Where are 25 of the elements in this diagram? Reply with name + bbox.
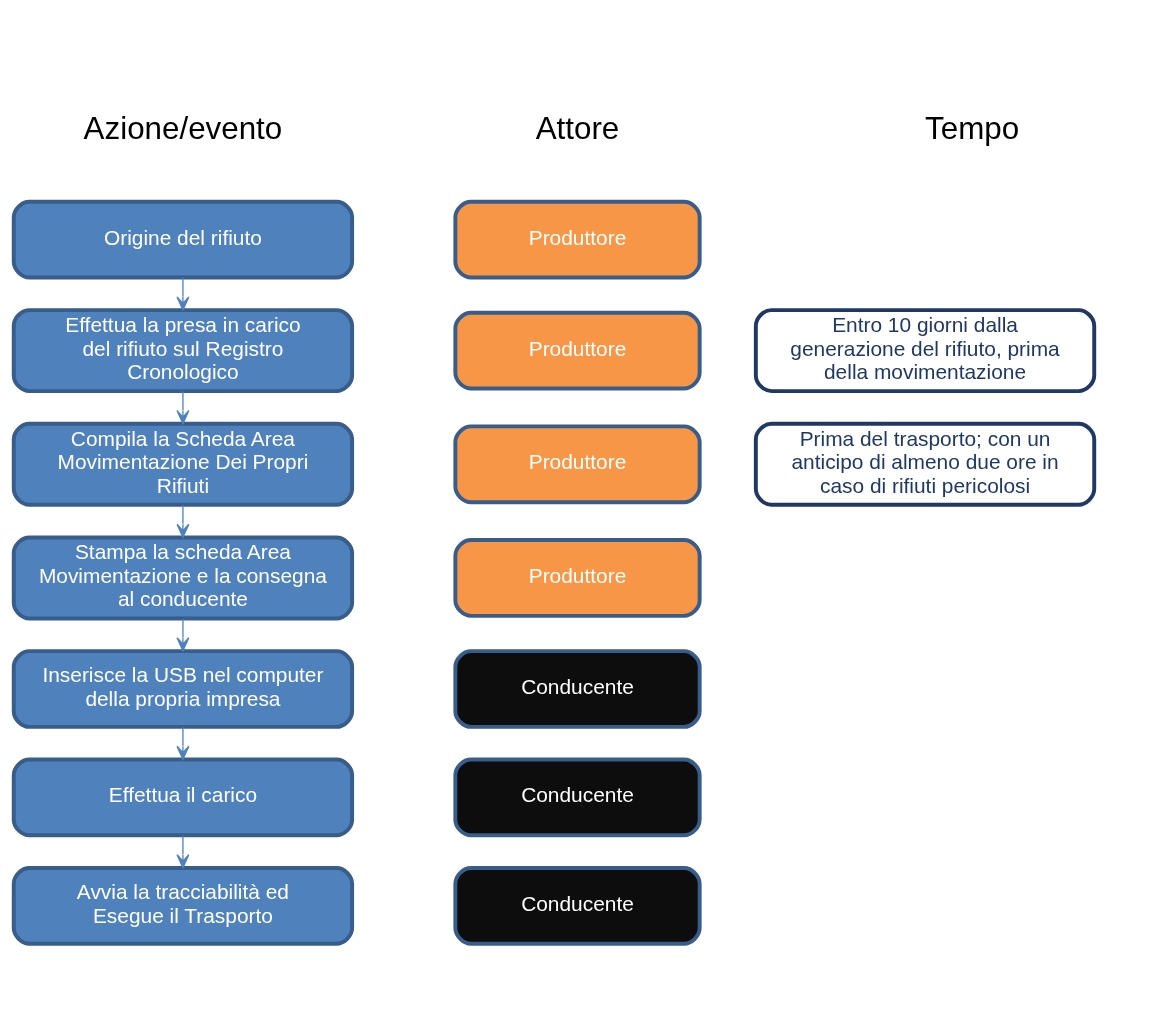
node-box: Conducente: [453, 648, 702, 729]
arrow: [176, 276, 190, 311]
arrow: [176, 834, 190, 868]
node-box: Produttore: [453, 537, 702, 618]
node-box: Origine del rifiuto: [11, 199, 355, 279]
arrow: [176, 617, 190, 651]
node-box: Produttore: [453, 310, 702, 390]
node-box: Compila la Scheda Area Movimentazione Dei Propri Rifiuti: [11, 421, 355, 507]
node-box: Conducente: [453, 865, 702, 946]
node-box: Effettua il carico: [11, 757, 355, 837]
node-box: Avvia la tracciabilità ed Esegue il Trasporto: [11, 865, 355, 946]
arrow: [176, 726, 190, 760]
arrow: [176, 503, 190, 538]
node-box: Effettua la presa in carico del rifiuto sul Registro Cronologico: [11, 307, 355, 393]
label: Tempo: [925, 110, 1020, 146]
arrow: [176, 390, 190, 424]
node-box: Inserisce la USB nel computer della propria impresa: [11, 648, 355, 729]
node-box: Conducente: [453, 757, 702, 837]
label: Attore: [535, 110, 620, 146]
node-box: Produttore: [453, 199, 702, 279]
label: Azione/evento: [83, 110, 283, 146]
node-box: Entro 10 giorni dalla generazione del rifiuto, prima della movimentazione: [753, 307, 1097, 393]
node-box: Stampa la scheda Area Movimentazione e la consegna al conducente: [11, 535, 355, 620]
node-box: Produttore: [453, 423, 702, 504]
node-box: Prima del trasporto; con un anticipo di almeno due ore in caso di rifiuti pericolosi: [753, 421, 1097, 507]
